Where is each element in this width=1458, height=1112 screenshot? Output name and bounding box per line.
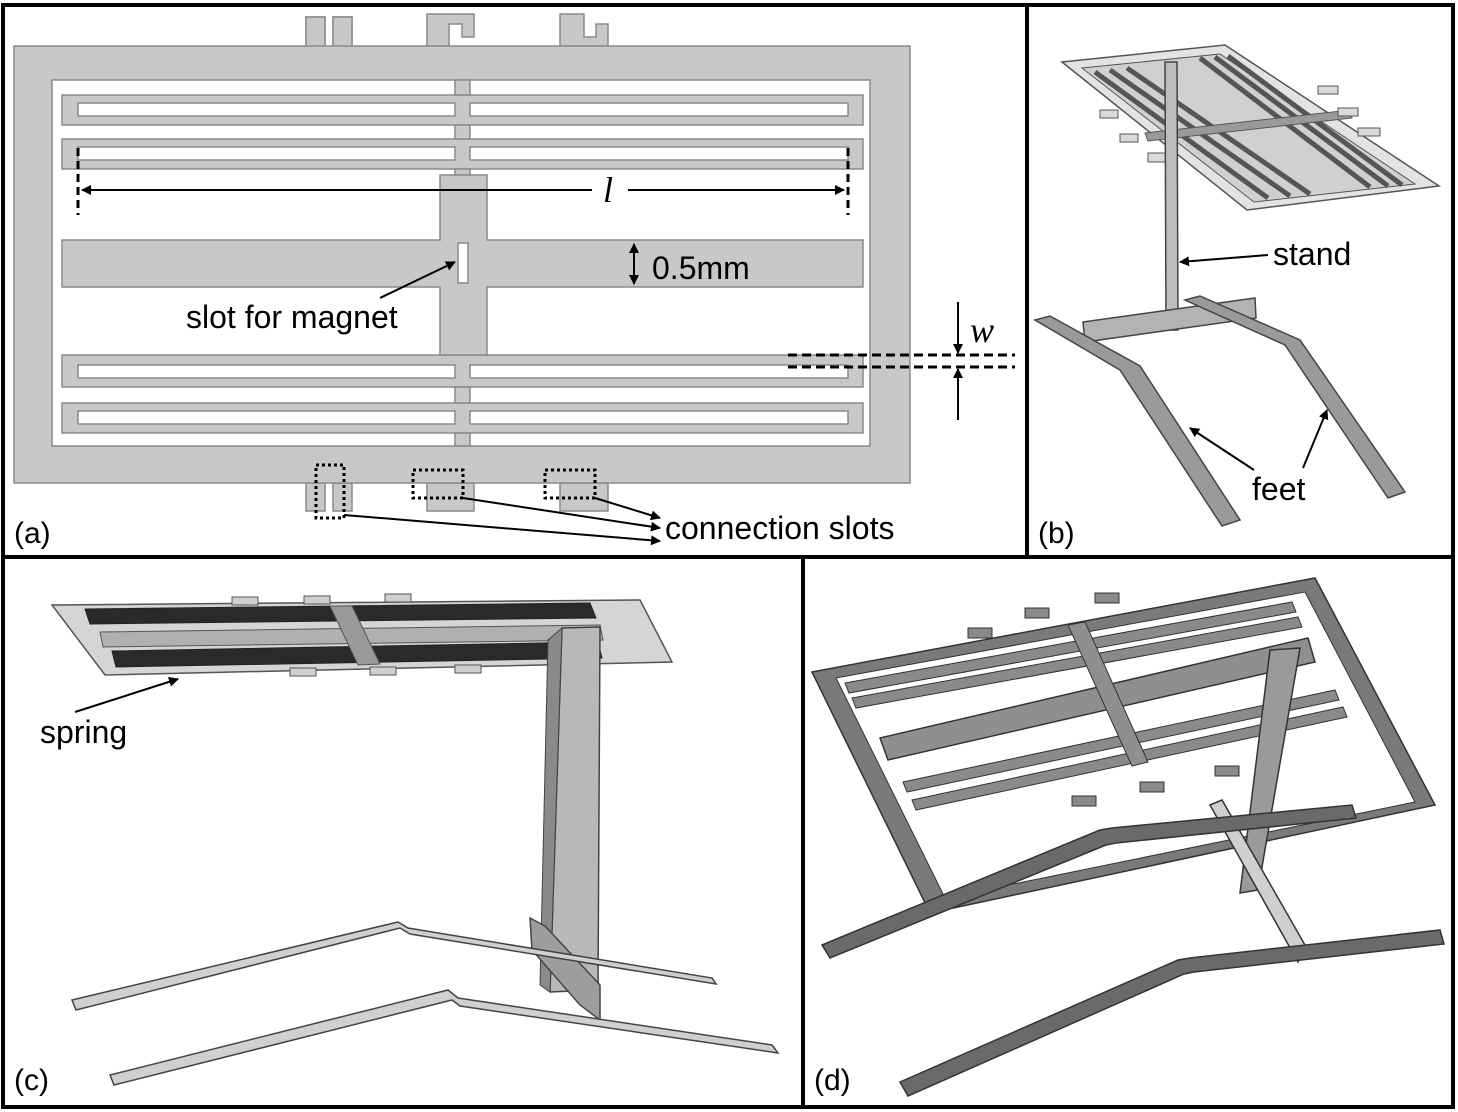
magnet-slot-label: slot for magnet — [186, 299, 398, 335]
length-dimension — [76, 148, 850, 215]
panel-a-layout: l 0.5mm w slot for magnet connection s — [13, 13, 1015, 550]
feet-callout-arrows — [1189, 409, 1329, 471]
stand-callout-arrow — [1179, 254, 1269, 267]
panel-b-assembly: stand feet (b) — [1033, 44, 1442, 550]
thickness-label: 0.5mm — [652, 250, 750, 286]
length-label: l — [603, 170, 613, 210]
width-label: w — [970, 310, 994, 350]
b-right-foot — [1182, 295, 1407, 499]
spring-callout-arrow — [74, 676, 179, 713]
c-front-foot — [108, 989, 780, 1086]
d-back-foot — [820, 804, 1357, 959]
c-tabs — [231, 593, 482, 677]
connection-slot-highlights — [314, 463, 597, 520]
d-center-plate — [879, 637, 1316, 761]
panel-c-assembly: spring (c) — [14, 593, 780, 1097]
b-cross-bar — [1144, 109, 1353, 142]
spring-label: spring — [40, 714, 127, 750]
b-left-foot — [1033, 315, 1242, 527]
panel-c-label: (c) — [14, 1064, 49, 1097]
connection-slot-arrows — [343, 497, 661, 546]
d-front-foot — [898, 929, 1445, 1097]
c-cross-bar — [329, 605, 381, 666]
d-tabs — [967, 592, 1240, 807]
bottom-connection-tabs — [305, 482, 609, 512]
panel-d-label: (d) — [814, 1064, 851, 1097]
panel-d-assembly: (d) — [810, 577, 1445, 1097]
panel-a-label: (a) — [14, 517, 51, 550]
width-dimension — [788, 302, 1015, 420]
c-back-foot — [70, 921, 718, 1011]
panel-b-label: (b) — [1038, 517, 1075, 550]
panel-borders — [1, 3, 1455, 1109]
connection-slots-label: connection slots — [665, 510, 894, 546]
spring-slots — [77, 102, 849, 425]
feet-label: feet — [1252, 471, 1305, 507]
magnet-slot — [457, 242, 469, 284]
d-cross-bar — [1067, 621, 1149, 767]
magnet-callout-arrow — [379, 261, 456, 299]
stand-label: stand — [1273, 236, 1351, 272]
c-stand-side — [539, 626, 563, 993]
top-connection-tabs — [305, 13, 609, 48]
b-stand — [1164, 61, 1179, 331]
